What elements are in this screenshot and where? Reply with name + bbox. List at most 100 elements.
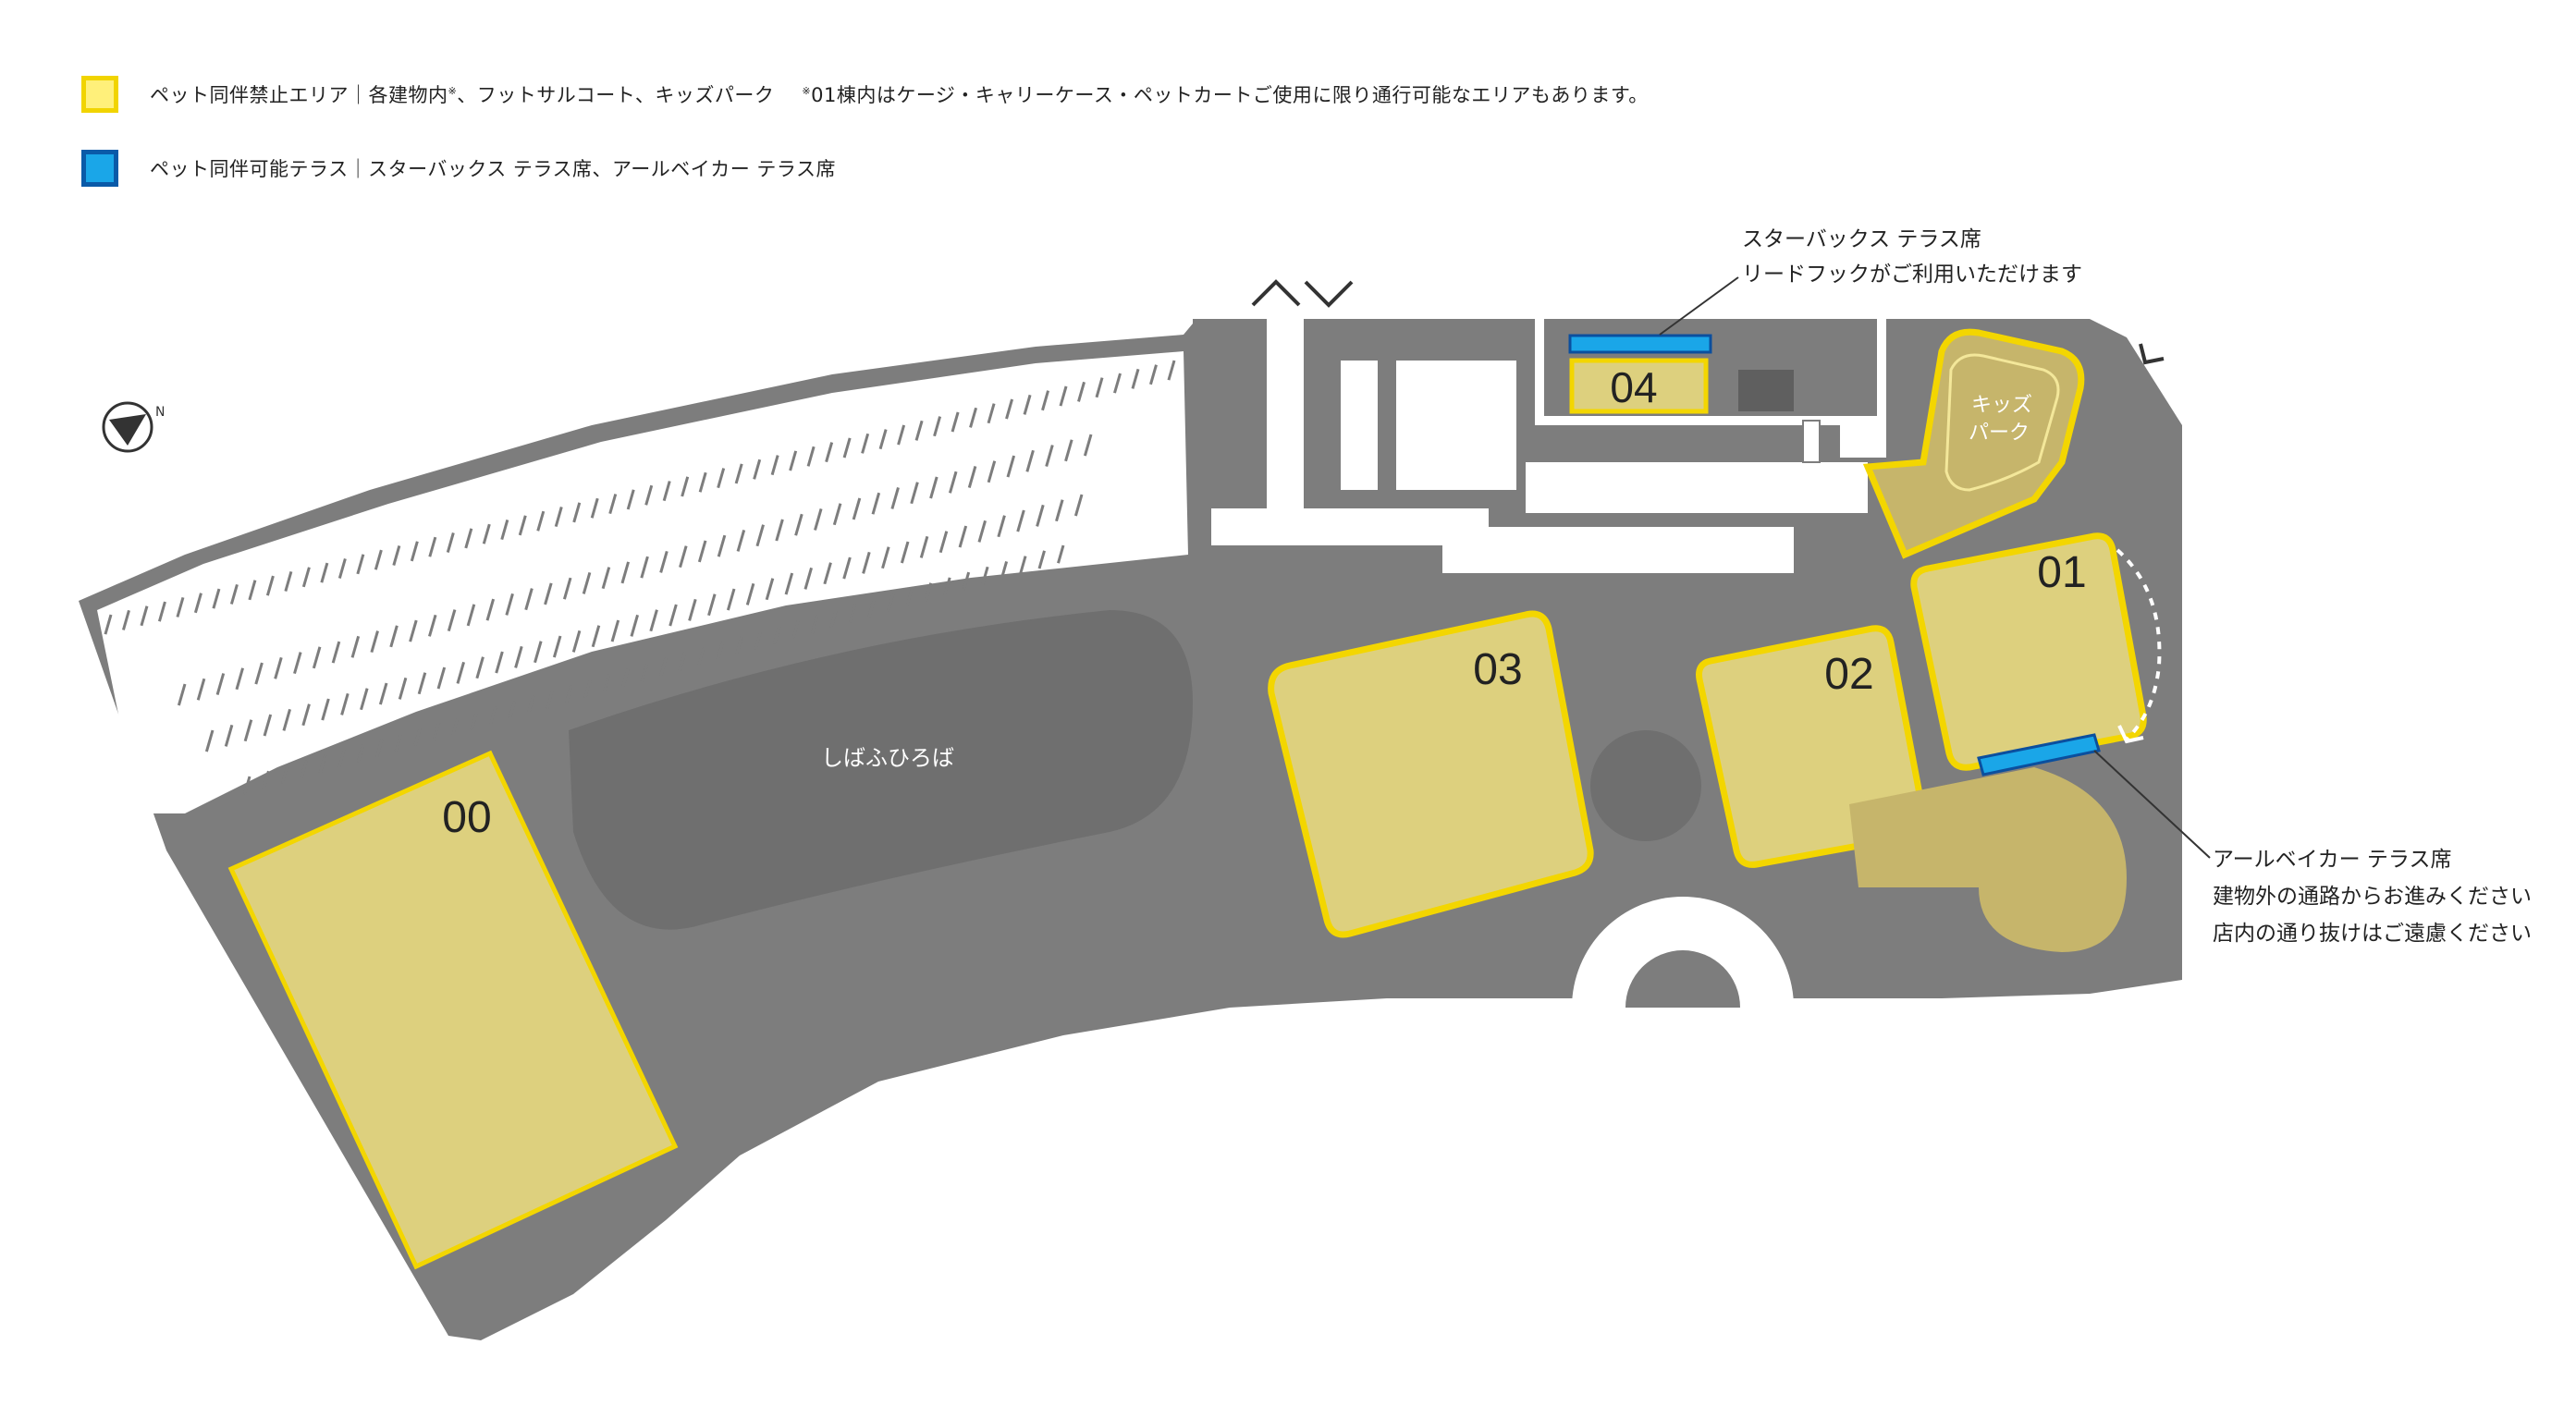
parking-stall-line: [432, 722, 441, 741]
parking-stall-line: [862, 551, 871, 574]
parking-stall-line: [626, 489, 635, 510]
fountain-circle: [1590, 730, 1701, 841]
compass: N: [102, 401, 165, 453]
building-03: [1268, 610, 1594, 938]
parking-stall-line: [852, 497, 862, 520]
corner-mark: [2139, 343, 2165, 365]
block-04-inner: [1738, 370, 1794, 411]
parking-stall-line: [1057, 544, 1065, 564]
parking-stall-line: [803, 567, 813, 590]
walkway-arrowhead: [2117, 725, 2144, 744]
lane-white-b: [1396, 361, 1516, 490]
parking-stall-line: [262, 770, 270, 789]
parking-stall-line: [791, 619, 800, 640]
parking-stall-line: [500, 520, 509, 541]
parking-stall-line: [997, 515, 1006, 538]
parking-stall-line: [848, 604, 857, 623]
parking-stall-line: [389, 625, 399, 648]
parking-stall-line: [1113, 373, 1122, 394]
lawn-label: しばふひろば: [821, 745, 954, 771]
parking-stall-line: [967, 466, 977, 488]
parking-stall-line: [350, 635, 361, 658]
parking-stall-line: [534, 641, 543, 664]
building-02-number: 02: [1824, 650, 1873, 699]
parking-stall-line: [669, 604, 678, 627]
no-pets-label: ペット同伴禁止エリア｜各建物内※、フットサルコート、キッズパーク※01棟内はケー…: [150, 84, 1649, 106]
parking-stall-line: [1037, 550, 1046, 569]
parking-stall-line: [794, 513, 803, 536]
parking-stall-line: [451, 716, 460, 736]
parking-stall-line: [176, 596, 185, 617]
parking-stall-line: [394, 733, 403, 752]
parking-stall-line: [583, 679, 592, 698]
parking-stall-line: [981, 566, 989, 585]
parking-stall-line: [1055, 499, 1064, 522]
entrance-arrow-down: [1304, 280, 1354, 308]
parking-stall-line: [337, 749, 346, 768]
parking-stall-line: [681, 476, 690, 497]
parking-stall-line: [1083, 434, 1093, 457]
building-01-number: 01: [2037, 548, 2086, 597]
lane-gray-b: [1387, 434, 1396, 490]
parking-stall-line: [897, 424, 906, 446]
parking-stall-line: [736, 529, 746, 552]
parking-stall-line: [630, 614, 639, 637]
parking-stall-line: [562, 577, 572, 600]
parking-stall-line: [610, 619, 620, 642]
parking-stall-line: [829, 609, 838, 629]
parking-stall-line: [374, 549, 383, 570]
parking-stall-line: [1073, 494, 1084, 517]
starbucks-annotation: スターバックス テラス席 リードフックがご利用いただけます: [1742, 222, 2082, 292]
parking-stall-line: [571, 630, 582, 653]
parking-stall-line: [436, 666, 447, 690]
parking-stall-line: [284, 570, 293, 592]
parking-stall-line: [428, 614, 437, 637]
kids-park-inner: [1944, 353, 2060, 492]
parking-stall-line: [929, 476, 938, 499]
building-04-number: 04: [1610, 363, 1657, 411]
parking-stall-line: [1005, 398, 1014, 420]
parking-stall-line: [608, 494, 618, 515]
parking-stall-line: [301, 703, 311, 727]
parking-stall-line: [716, 642, 725, 661]
parking-stall-line: [1131, 368, 1140, 389]
parking-stall-line: [659, 550, 669, 573]
parking-stall-line: [282, 708, 291, 731]
parking-stall-line: [951, 411, 960, 433]
parking-stall-line: [375, 738, 384, 757]
parking-stall-line: [735, 636, 743, 655]
parking-stall-line: [475, 656, 485, 679]
parking-stall-line: [229, 583, 239, 605]
parking-stall-line: [331, 641, 341, 664]
parking-stall-line: [104, 614, 113, 635]
rbaker-annotation-line2: 建物外の通路からお進みください: [2213, 885, 2532, 909]
parking-stall-line: [157, 601, 166, 622]
stairs: [1802, 420, 1821, 463]
parking-stall-line: [938, 531, 949, 554]
parking-stall-line: [572, 502, 582, 523]
parking-stall-line: [544, 582, 553, 605]
kids-park: [1862, 328, 2085, 559]
parking-stall-line: [280, 764, 289, 785]
parking-stall-line: [620, 561, 631, 584]
parking-stall-line: [871, 492, 881, 515]
kids-label-2: パーク: [1969, 422, 2030, 445]
parking-stall-line: [413, 727, 422, 747]
parking-stall-line: [489, 706, 497, 726]
parking-stall-line: [602, 674, 611, 693]
parking-stall-line: [410, 541, 419, 562]
parking-stall-line: [446, 532, 455, 554]
parking-stall-line: [842, 556, 852, 580]
parking-stall-line: [392, 545, 401, 566]
building-04: [1569, 358, 1709, 414]
parking-stall-line: [825, 442, 834, 463]
lawn-plaza: [569, 610, 1193, 930]
building-03-number: 03: [1473, 645, 1522, 694]
parking-stall-line: [962, 571, 971, 591]
parking-stall-line: [524, 588, 534, 611]
parking-stall-line: [546, 690, 554, 709]
rbaker-terrace: [1977, 733, 2101, 776]
parking-stall-line: [1077, 381, 1086, 402]
parking-stall-line: [1045, 445, 1054, 467]
parking-stall-line: [890, 487, 900, 509]
